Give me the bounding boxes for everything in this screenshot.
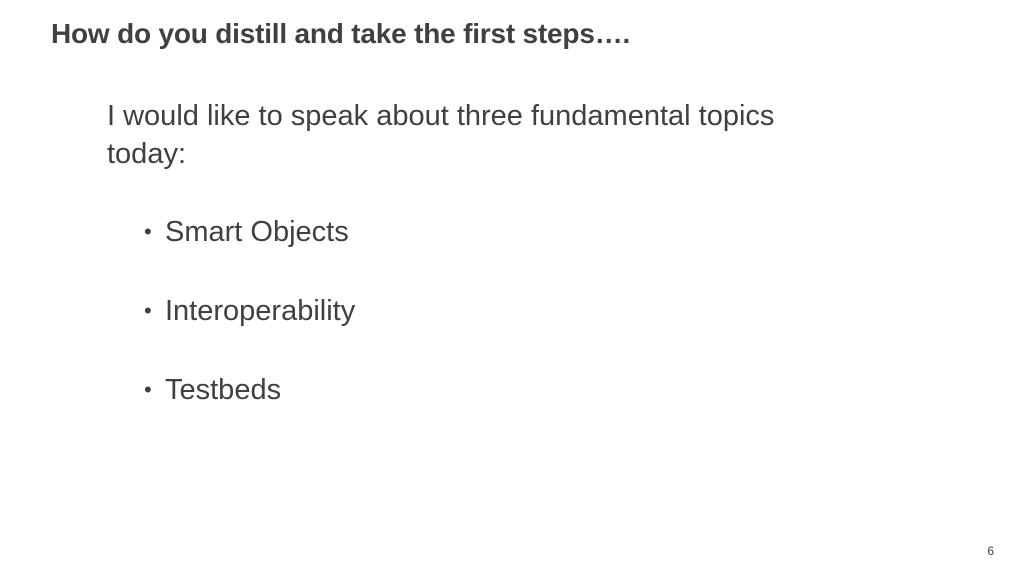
topic-label: Smart Objects <box>165 216 349 248</box>
topic-label: Testbeds <box>165 374 282 406</box>
bullet-icon: • <box>144 377 152 402</box>
list-item: • Smart Objects <box>144 213 355 292</box>
list-item: • Interoperability <box>144 292 355 371</box>
bullet-icon: • <box>144 298 152 323</box>
topic-list: • Smart Objects • Interoperability • Tes… <box>144 213 355 450</box>
intro-text: I would like to speak about three fundam… <box>107 100 775 170</box>
topic-label: Interoperability <box>165 295 356 327</box>
list-item: • Testbeds <box>144 371 355 450</box>
slide-title: How do you distill and take the first st… <box>51 18 631 49</box>
page-number: 6 <box>987 544 994 558</box>
bullet-icon: • <box>144 219 152 244</box>
